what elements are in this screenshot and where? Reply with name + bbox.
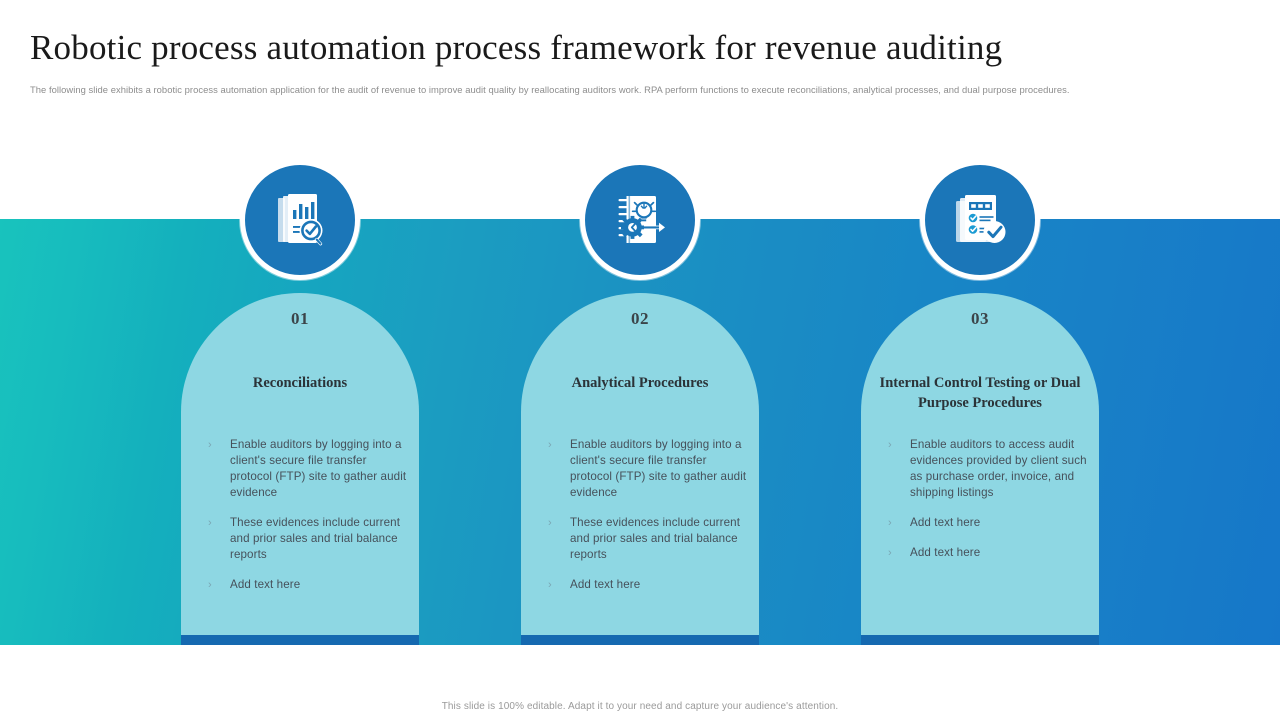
card-heading: Reconciliations (252, 375, 348, 391)
icon-badge-analytical-procedures[interactable] (580, 160, 700, 280)
list-item: › Add text here (883, 545, 1089, 561)
card-number: 03 (971, 309, 989, 328)
list-item: › These evidences include current and pr… (203, 515, 409, 563)
document-chart-search-icon (269, 189, 331, 251)
card-accent-bar (181, 635, 419, 645)
card-accent-bar (861, 635, 1099, 645)
chevron-right-icon: › (548, 579, 552, 591)
card-analytical-procedures[interactable]: 02 Analytical Procedures › Enable audito… (521, 293, 759, 635)
chevron-right-icon: › (888, 439, 892, 451)
list-item-text: Add text here (910, 516, 981, 529)
card-heading: Internal Control Testing or Dual Purpose… (879, 375, 1081, 411)
card-accent-bar (521, 635, 759, 645)
chevron-right-icon: › (208, 579, 212, 591)
card-heading: Analytical Procedures (571, 375, 709, 391)
chevron-right-icon: › (208, 517, 212, 529)
chevron-right-icon: › (888, 517, 892, 529)
list-item-text: Enable auditors by logging into a client… (570, 438, 747, 499)
card-number: 02 (631, 309, 649, 328)
page-subtitle: The following slide exhibits a robotic p… (30, 84, 1070, 95)
icon-badge-internal-control-testing[interactable] (920, 160, 1040, 280)
list-item: › Enable auditors by logging into a clie… (543, 437, 749, 501)
checklist-document-approved-icon (950, 190, 1010, 250)
list-item: › Add text here (883, 515, 1089, 531)
list-item-text: Add text here (230, 578, 301, 591)
card-bullet-list: › Enable auditors by logging into a clie… (203, 437, 409, 607)
list-item: › Enable auditors to access audit eviden… (883, 437, 1089, 501)
footer-note: This slide is 100% editable. Adapt it to… (441, 701, 839, 712)
chevron-right-icon: › (548, 439, 552, 451)
card-bullet-list: › Enable auditors to access audit eviden… (883, 437, 1089, 575)
chevron-right-icon: › (208, 439, 212, 451)
card-number: 01 (291, 309, 309, 328)
chevron-right-icon: › (888, 547, 892, 559)
list-item-text: Enable auditors to access audit evidence… (910, 438, 1087, 499)
list-item: › Add text here (543, 577, 749, 593)
chevron-right-icon: › (548, 517, 552, 529)
list-item-text: These evidences include current and prio… (570, 516, 741, 561)
list-item: › These evidences include current and pr… (543, 515, 749, 563)
card-bullet-list: › Enable auditors by logging into a clie… (543, 437, 749, 607)
list-item: › Add text here (203, 577, 409, 593)
list-item: › Enable auditors by logging into a clie… (203, 437, 409, 501)
list-item-text: Add text here (570, 578, 641, 591)
page-title: Robotic process automation process frame… (30, 28, 1003, 67)
icon-badge-reconciliations[interactable] (240, 160, 360, 280)
list-item-text: Enable auditors by logging into a client… (230, 438, 407, 499)
list-item-text: Add text here (910, 546, 981, 559)
card-reconciliations[interactable]: 01 Reconciliations › Enable auditors by … (181, 293, 419, 635)
notebook-lightbulb-gear-icon (610, 190, 670, 250)
card-internal-control-testing[interactable]: 03 Internal Control Testing or Dual Purp… (861, 293, 1099, 635)
list-item-text: These evidences include current and prio… (230, 516, 401, 561)
